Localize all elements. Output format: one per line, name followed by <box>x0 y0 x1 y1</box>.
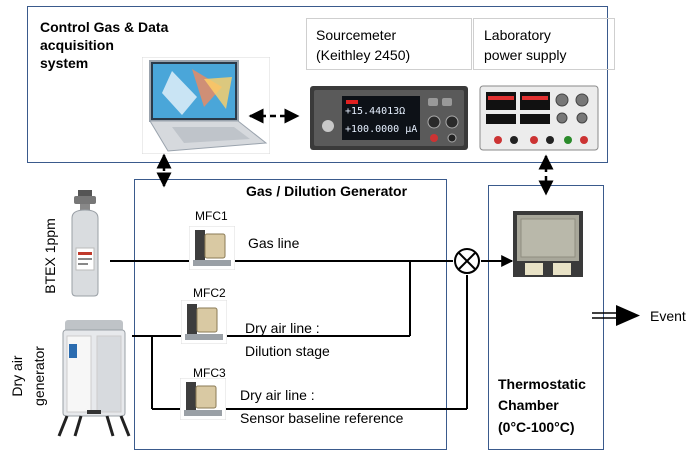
sensor-chip-icon <box>513 211 583 277</box>
power-supply-device <box>478 82 600 154</box>
dry-air-dilution-label-line2: Dilution stage <box>245 343 330 359</box>
sourcemeter-display-top: +15.44013Ω <box>345 106 406 117</box>
power-supply-label-line2: power supply <box>484 47 567 63</box>
mfc2-icon <box>181 300 227 344</box>
control-system-title-line2: acquisition <box>40 37 114 53</box>
mfc2-label: MFC2 <box>193 286 226 300</box>
chamber-label-line1: Thermostatic <box>498 376 586 392</box>
laptop-icon <box>142 57 270 154</box>
chamber-label-line2: Chamber <box>498 397 559 413</box>
control-system-title-line3: system <box>40 55 89 71</box>
power-supply-label-frame <box>473 18 615 70</box>
power-supply-label-line1: Laboratory <box>484 27 551 43</box>
mfc3-icon <box>180 378 226 420</box>
sourcemeter-device <box>306 82 472 154</box>
dry-air-baseline-label-line1: Dry air line : <box>240 387 315 403</box>
control-system-title-line1: Control Gas & Data <box>40 19 169 35</box>
sourcemeter-label-line2: (Keithley 2450) <box>316 47 411 63</box>
chamber-label-line3: (0°C-100°C) <box>498 419 575 435</box>
sourcemeter-label-frame <box>306 18 472 70</box>
dry-air-generator-icon <box>57 318 132 440</box>
dry-air-dilution-label-line1: Dry air line : <box>245 320 320 336</box>
event-label: Event <box>650 308 686 324</box>
sourcemeter-display-bottom: +100.0000 μA <box>345 124 418 135</box>
gas-line-label: Gas line <box>248 235 300 251</box>
sourcemeter-label-line1: Sourcemeter <box>316 27 397 43</box>
mfc1-label: MFC1 <box>195 209 228 223</box>
control-system-frame <box>27 6 608 163</box>
gas-cylinder-icon <box>64 188 106 298</box>
mfc1-icon <box>189 226 235 270</box>
dry-air-baseline-label-line2: Sensor baseline reference <box>240 410 404 426</box>
mfc3-label: MFC3 <box>193 366 226 380</box>
generator-title: Gas / Dilution Generator <box>246 183 408 199</box>
